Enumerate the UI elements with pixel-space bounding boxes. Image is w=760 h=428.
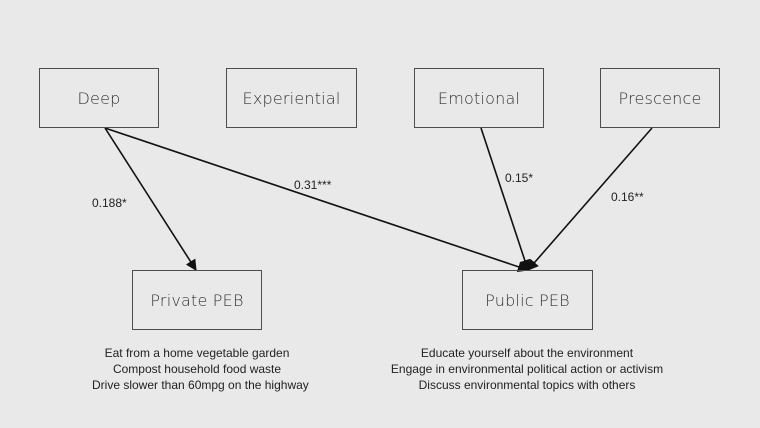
- node-deep: Deep: [39, 68, 159, 128]
- arrow-presence-to-public: [527, 127, 653, 271]
- coef-presence-public: 0.16**: [611, 190, 644, 204]
- public-peb-examples: Educate yourself about the environment E…: [372, 345, 682, 393]
- private-example-item: Compost household food waste: [112, 362, 282, 376]
- private-example-item: Drive slower than 60mpg on the highway: [92, 378, 309, 392]
- coef-deep-private: 0.188*: [92, 196, 127, 210]
- coef-deep-public: 0.31***: [294, 178, 332, 192]
- node-deep-label: Deep: [77, 88, 121, 108]
- public-example-item: Discuss environmental topics with others: [418, 378, 636, 392]
- node-experiential: Experiential: [226, 68, 357, 128]
- public-example-item: Engage in environmental political action…: [390, 362, 664, 376]
- arrow-deep-to-private: [104, 127, 197, 271]
- public-example-item: Educate yourself about the environment: [420, 346, 634, 360]
- node-emotional-label: Emotional: [437, 88, 521, 108]
- node-experiential-label: Experiential: [242, 88, 341, 108]
- node-private-peb-label: Private PEB: [150, 290, 244, 310]
- arrow-emotional-to-public: [480, 127, 531, 272]
- node-emotional: Emotional: [414, 68, 544, 128]
- node-presence-label: Prescence: [618, 88, 702, 108]
- private-peb-examples: Eat from a home vegetable garden Compost…: [92, 345, 309, 393]
- private-example-item: Eat from a home vegetable garden: [104, 346, 290, 360]
- node-public-peb: Public PEB: [462, 270, 593, 330]
- node-public-peb-label: Public PEB: [485, 290, 570, 310]
- arrow-deep-to-public: [104, 127, 530, 273]
- node-private-peb: Private PEB: [132, 270, 262, 330]
- coef-emotional-public: 0.15*: [505, 171, 534, 185]
- node-presence: Prescence: [600, 68, 720, 128]
